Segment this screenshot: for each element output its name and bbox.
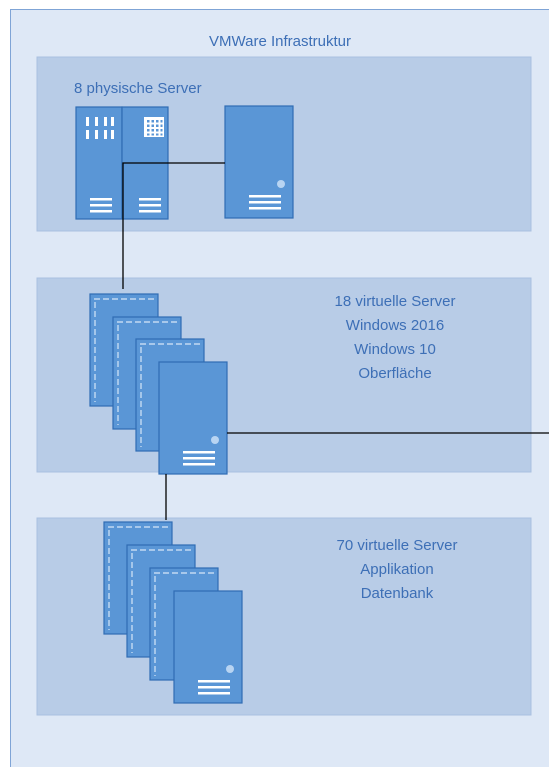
physical-label: 8 physische Server (74, 80, 202, 97)
virtual-windows-line-1: 18 virtuelle Server (335, 293, 456, 310)
diagram-title: VMWare Infrastruktur (209, 33, 351, 50)
virtual-apps-line-1: 70 virtuelle Server (337, 537, 458, 554)
virtual-windows-line-3: Windows 10 (354, 341, 436, 358)
physical-tower-server-icon (224, 105, 294, 219)
connector-physical-to-virtual (122, 162, 225, 289)
virtual-windows-line-2: Windows 2016 (346, 317, 444, 334)
virtual-windows-line-4: Oberfläche (358, 365, 431, 382)
virtual-apps-line-3: Datenbank (361, 585, 434, 602)
virtual-apps-line-2: Applikation (360, 561, 433, 578)
